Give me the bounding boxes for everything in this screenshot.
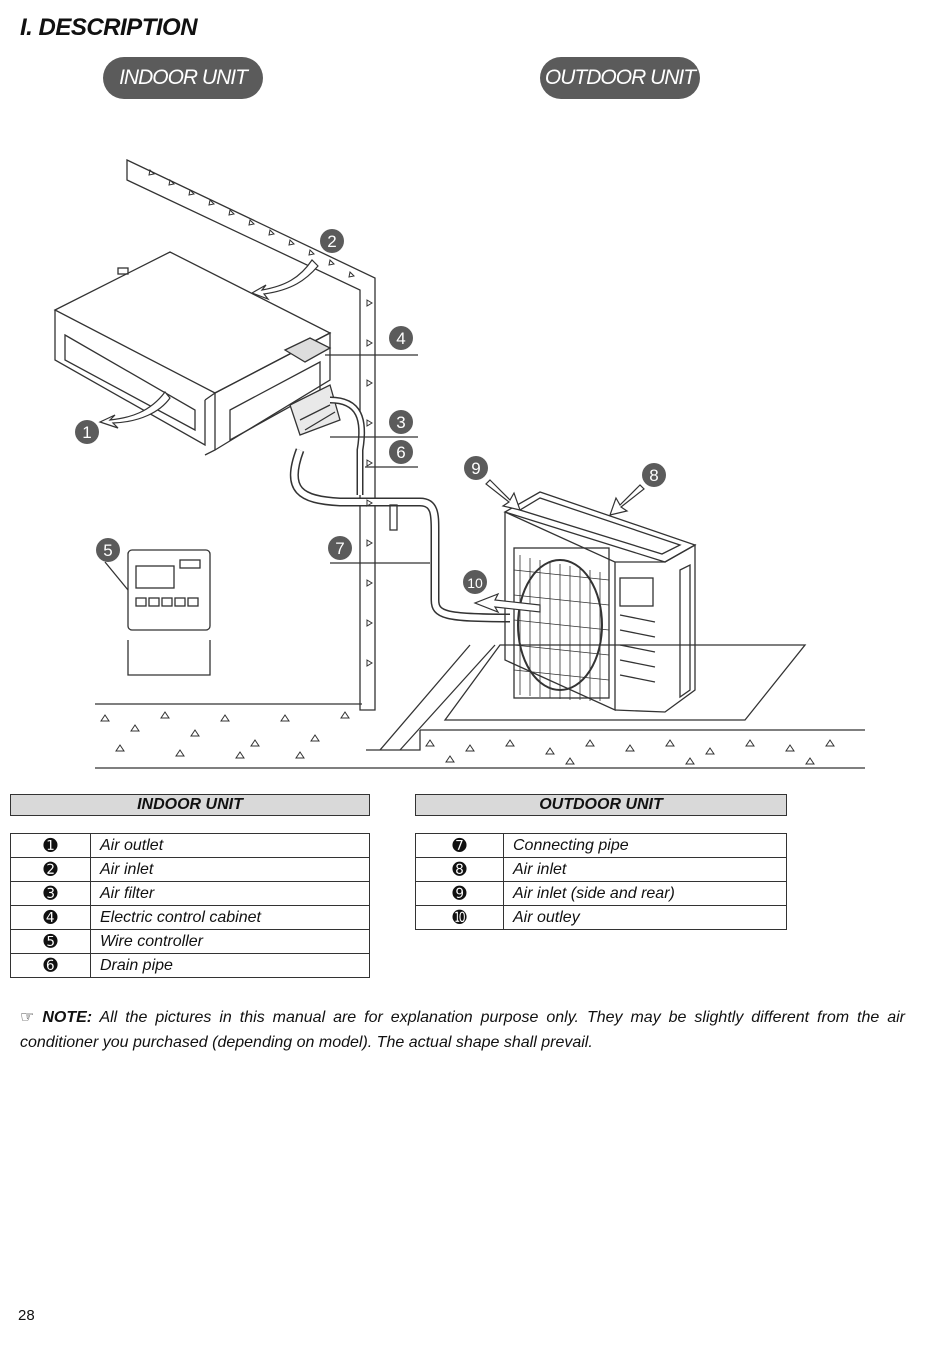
row-number: ➐ xyxy=(415,833,504,858)
svg-text:4: 4 xyxy=(396,329,405,348)
callout-10: 10 xyxy=(463,570,487,594)
row-number: ➒ xyxy=(415,881,504,906)
row-label: Air inlet xyxy=(503,857,787,882)
outdoor-unit-label: OUTDOOR UNIT xyxy=(540,57,700,99)
page-number: 28 xyxy=(18,1307,35,1324)
note-paragraph: ☞ NOTE: All the pictures in this manual … xyxy=(20,1005,905,1055)
svg-text:5: 5 xyxy=(103,541,112,560)
floor-slab xyxy=(95,704,360,768)
callout-9: 9 xyxy=(464,456,488,480)
callout-7: 7 xyxy=(328,536,352,560)
outdoor-table-header: OUTDOOR UNIT xyxy=(415,794,787,816)
row-number: ➓ xyxy=(415,905,504,930)
row-label: Air inlet (side and rear) xyxy=(503,881,787,906)
wire-controller xyxy=(127,549,211,676)
outdoor-outlet-arrow xyxy=(473,592,541,614)
installation-diagram: 1 2 3 4 5 6 7 8 9 10 xyxy=(53,158,865,769)
ceiling-slab xyxy=(126,158,376,711)
page-heading: I. DESCRIPTION xyxy=(20,14,198,41)
air-outlet-arrow xyxy=(98,391,171,429)
svg-text:7: 7 xyxy=(335,539,344,558)
air-inlet-arrow xyxy=(250,259,319,301)
svg-text:8: 8 xyxy=(649,466,658,485)
svg-text:9: 9 xyxy=(471,459,480,478)
indoor-unit-body xyxy=(53,251,341,456)
callout-8: 8 xyxy=(642,463,666,487)
pointing-hand-icon: ☞ xyxy=(20,1009,35,1026)
svg-text:1: 1 xyxy=(82,423,91,442)
svg-text:2: 2 xyxy=(327,232,336,251)
outdoor-inlet-arrow-8 xyxy=(609,484,645,516)
svg-text:10: 10 xyxy=(467,575,483,591)
indoor-table-header: INDOOR UNIT xyxy=(10,794,370,816)
callout-1: 1 xyxy=(75,420,99,444)
row-label: Air inlet xyxy=(90,857,370,882)
svg-text:3: 3 xyxy=(396,413,405,432)
note-label: NOTE: xyxy=(42,1009,93,1026)
svg-text:6: 6 xyxy=(396,443,405,462)
callout-5: 5 xyxy=(96,538,120,562)
row-number: ➏ xyxy=(10,953,91,978)
callout-6: 6 xyxy=(389,440,413,464)
row-label: Connecting pipe xyxy=(503,833,787,858)
outdoor-inlet-arrow-9 xyxy=(485,479,521,511)
callout-3: 3 xyxy=(389,410,413,434)
row-number: ➎ xyxy=(10,929,91,954)
row-label: Air filter xyxy=(90,881,370,906)
row-label: Wire controller xyxy=(90,929,370,954)
callout-2: 2 xyxy=(320,229,344,253)
row-number: ➍ xyxy=(10,905,91,930)
row-number: ➋ xyxy=(10,857,91,882)
row-label: Electric control cabinet xyxy=(90,905,370,930)
indoor-unit-label: INDOOR UNIT xyxy=(103,57,263,99)
outdoor-platform xyxy=(443,644,807,721)
note-text: All the pictures in this manual are for … xyxy=(20,1009,905,1051)
callout-4: 4 xyxy=(389,326,413,350)
row-number: ➑ xyxy=(415,857,504,882)
row-number: ➊ xyxy=(10,833,91,858)
row-number: ➌ xyxy=(10,881,91,906)
row-label: Air outley xyxy=(503,905,787,930)
row-label: Air outlet xyxy=(90,833,370,858)
row-label: Drain pipe xyxy=(90,953,370,978)
outdoor-unit-body xyxy=(503,491,697,713)
